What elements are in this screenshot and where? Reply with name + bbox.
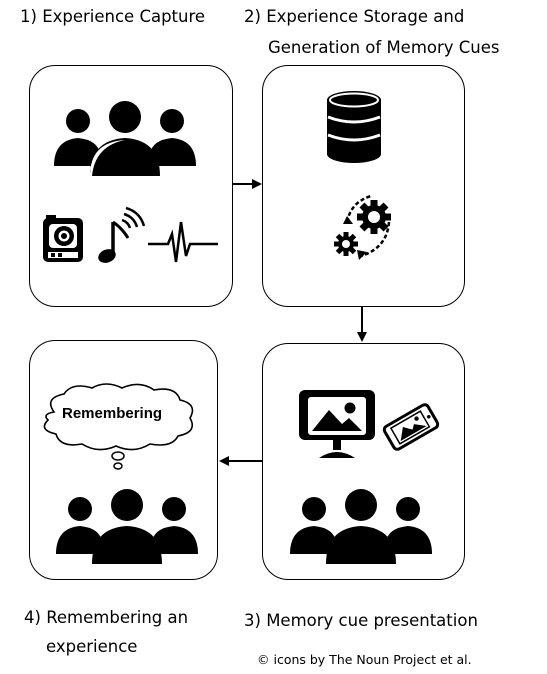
music-audio-icon <box>98 206 146 263</box>
database-icon <box>327 91 381 163</box>
stage-4-title-line-2: experience <box>46 636 137 658</box>
stage-1-number: 1) <box>20 7 37 26</box>
stage-1-title: 1) Experience Capture <box>20 6 205 28</box>
stage-2-number: 2) <box>244 7 261 26</box>
audience-people-icon <box>290 489 432 564</box>
stage-3-number: 3) <box>244 611 261 630</box>
stage-4-title: 4) Remembering an <box>24 607 188 629</box>
stage-4-title-line-1: Remembering an <box>46 608 189 627</box>
stage-2-title-line-2-text: Generation of Memory Cues <box>268 38 500 57</box>
stage-4-title-line-2-text: experience <box>46 637 138 656</box>
people-group-icon <box>54 101 196 176</box>
stage-1-title-text: Experience Capture <box>42 7 206 26</box>
gears-processing-icon <box>334 194 391 260</box>
stage-4-number: 4) <box>24 608 41 627</box>
monitor-image-icon <box>299 390 375 458</box>
stage-2-title: 2) Experience Storage and <box>244 6 464 28</box>
stage-2-title-line-2: Generation of Memory Cues <box>268 37 500 59</box>
stage-3-title: 3) Memory cue presentation <box>244 610 478 632</box>
action-camera-icon <box>43 215 83 262</box>
remembering-people-icon <box>56 489 198 564</box>
thought-bubble-icon <box>43 383 194 470</box>
stage-3-title-text: Memory cue presentation <box>266 611 478 630</box>
stage-2-title-line-1: Experience Storage and <box>266 7 465 26</box>
thought-bubble-text: Remembering <box>62 405 163 422</box>
icon-credit: © icons by The Noun Project et al. <box>257 652 472 667</box>
heartbeat-icon <box>148 221 218 263</box>
smartphone-image-icon <box>382 403 440 451</box>
